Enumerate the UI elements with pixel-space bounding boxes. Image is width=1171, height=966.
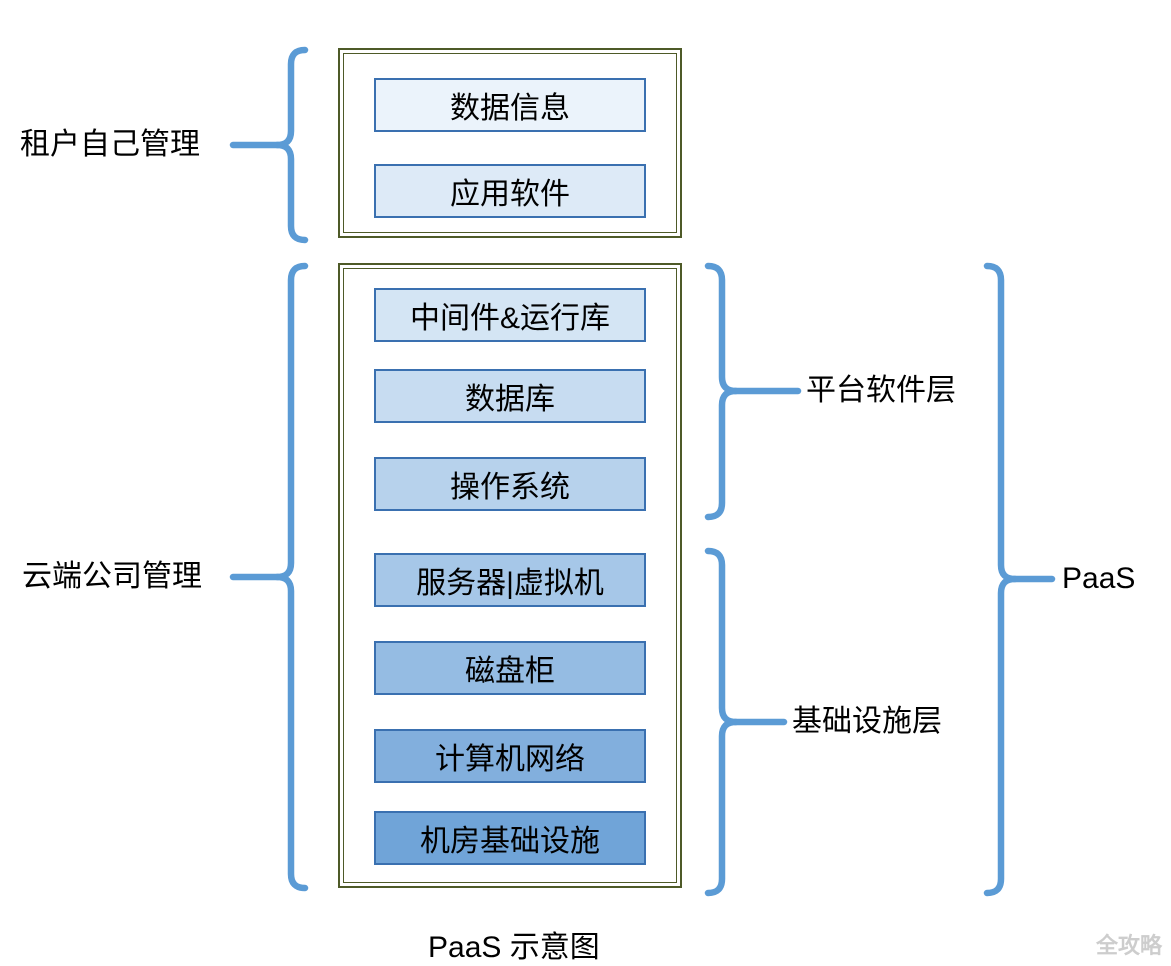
infrastructure-layer-brace-shape <box>704 547 740 897</box>
box-datacenter-infrastructure: 机房基础设施 <box>374 811 646 865</box>
box-middleware-runtime-label: 中间件&运行库 <box>409 302 610 335</box>
tenant-managed-frame: 数据信息 应用软件 <box>338 48 682 238</box>
box-database: 数据库 <box>374 369 646 423</box>
box-data-info-label: 数据信息 <box>450 92 570 125</box>
diagram-caption: PaaS 示意图 <box>428 931 600 964</box>
cloud-brace <box>229 262 309 892</box>
paas-brace-shape <box>983 262 1019 897</box>
tenant-managed-frame-inner: 数据信息 应用软件 <box>343 53 677 233</box>
tenant-brace-shape <box>273 46 309 244</box>
paas-label: PaaS <box>1062 562 1136 595</box>
cloud-brace-shape <box>273 262 309 892</box>
cloud-managed-frame: 中间件&运行库 数据库 操作系统 服务器|虚拟机 磁盘柜 计算机网络 机房基础设… <box>338 263 682 888</box>
infrastructure-layer-brace <box>704 547 788 897</box>
box-data-info: 数据信息 <box>374 78 646 132</box>
tenant-brace <box>229 46 309 244</box>
cloud-managed-label: 云端公司管理 <box>22 560 202 593</box>
platform-layer-brace <box>704 262 802 521</box>
box-operating-system-label: 操作系统 <box>450 471 570 504</box>
box-middleware-runtime: 中间件&运行库 <box>374 288 646 342</box>
box-server-vm: 服务器|虚拟机 <box>374 553 646 607</box>
tenant-managed-label: 租户自己管理 <box>20 128 200 161</box>
cloud-managed-frame-inner: 中间件&运行库 数据库 操作系统 服务器|虚拟机 磁盘柜 计算机网络 机房基础设… <box>343 268 677 883</box>
infrastructure-layer-label: 基础设施层 <box>792 705 942 738</box>
box-computer-network: 计算机网络 <box>374 729 646 783</box>
box-server-vm-label: 服务器|虚拟机 <box>416 567 604 600</box>
box-operating-system: 操作系统 <box>374 457 646 511</box>
box-disk-array-label: 磁盘柜 <box>465 655 555 688</box>
box-app-software-label: 应用软件 <box>450 178 570 211</box>
platform-layer-label: 平台软件层 <box>806 374 956 407</box>
paas-brace <box>983 262 1056 897</box>
watermark-text: 全攻略 <box>1096 933 1163 958</box>
box-computer-network-label: 计算机网络 <box>435 743 585 776</box>
platform-layer-brace-shape <box>704 262 740 521</box>
box-datacenter-infrastructure-label: 机房基础设施 <box>420 825 600 858</box>
box-database-label: 数据库 <box>465 383 555 416</box>
box-app-software: 应用软件 <box>374 164 646 218</box>
box-disk-array: 磁盘柜 <box>374 641 646 695</box>
